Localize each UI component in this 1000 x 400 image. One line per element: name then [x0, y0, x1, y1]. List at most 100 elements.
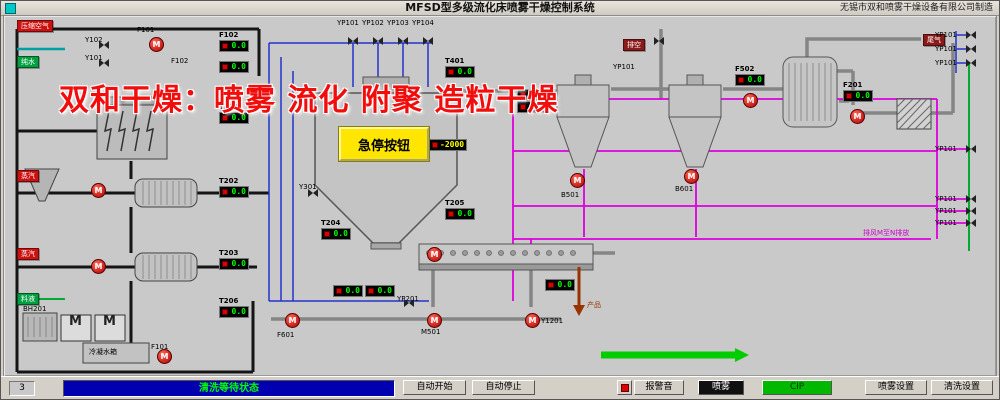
app-icon — [5, 3, 16, 14]
device-label: YP101 — [935, 195, 957, 203]
counter-display: 3 — [9, 381, 35, 396]
page-title: MFSD型多级流化床喷雾干燥控制系统 — [405, 1, 595, 14]
valve-icon[interactable] — [373, 37, 383, 45]
watermark-text: 双和干燥：喷雾 流化 附聚 造粒干燥 — [59, 83, 559, 118]
display-label: T204 — [321, 219, 341, 227]
status-led-icon — [324, 231, 330, 237]
valve-icon[interactable] — [966, 45, 976, 53]
auto-stop-button[interactable]: 自动停止 — [472, 380, 535, 395]
company-name: 无锡市双和喷雾干燥设备有限公司制造 — [839, 3, 993, 13]
valve-icon[interactable] — [348, 37, 358, 45]
emergency-stop-button[interactable]: 急停按钮 — [339, 127, 429, 161]
pump-motor-icon[interactable]: M — [743, 93, 758, 108]
stream-tag: 纯水 — [17, 56, 39, 68]
device-label: B501 — [561, 191, 580, 199]
value-display: 0.0 — [517, 101, 547, 113]
device-label: F101 — [151, 343, 169, 351]
device-label: Y1201 — [541, 317, 564, 325]
device-label: Y301 — [299, 183, 317, 191]
pump-motor-icon[interactable]: M — [427, 247, 442, 262]
alarm-icon — [620, 383, 629, 392]
valve-icon[interactable] — [654, 37, 664, 45]
cip-button[interactable]: CIP — [762, 380, 832, 395]
pump-motor-icon[interactable]: M — [285, 313, 300, 328]
device-label: F601 — [277, 331, 295, 339]
status-led-icon — [222, 43, 228, 49]
valve-icon[interactable] — [966, 207, 976, 215]
valve-icon[interactable] — [966, 219, 976, 227]
device-label: F102 — [171, 57, 189, 65]
status-led-icon — [738, 77, 744, 83]
status-led-icon — [222, 64, 228, 70]
pump-motor-icon[interactable]: M — [525, 313, 540, 328]
device-label: Y102 — [85, 36, 103, 44]
value-display: 0.0 — [333, 285, 363, 297]
display-label: T205 — [445, 199, 465, 207]
device-label: YP101 — [935, 59, 957, 67]
valve-icon[interactable] — [398, 37, 408, 45]
status-led-icon — [448, 211, 454, 217]
status-led-icon — [432, 142, 438, 148]
alarm-mute-button[interactable] — [617, 380, 632, 395]
value-display: 0.0 — [545, 279, 575, 291]
device-label: M — [103, 314, 116, 329]
valve-icon[interactable] — [423, 37, 433, 45]
display-label: F201 — [843, 81, 863, 89]
alarm-sound-button[interactable]: 报警音 — [634, 380, 684, 395]
pump-motor-icon[interactable]: M — [91, 183, 106, 198]
valve-icon[interactable] — [966, 31, 976, 39]
status-led-icon — [520, 92, 526, 98]
value-display: 0.0 — [517, 89, 547, 101]
spray-button[interactable]: 喷雾 — [698, 380, 744, 395]
pump-motor-icon[interactable]: M — [684, 169, 699, 184]
status-led-icon — [368, 288, 374, 294]
status-led-icon — [222, 261, 228, 267]
pump-motor-icon[interactable]: M — [149, 37, 164, 52]
valve-icon[interactable] — [966, 195, 976, 203]
stream-tag: 蒸汽 — [17, 248, 39, 260]
value-display: 0.0 — [365, 285, 395, 297]
pump-motor-icon[interactable]: M — [570, 173, 585, 188]
valve-icon[interactable] — [966, 145, 976, 153]
auto-start-button[interactable]: 自动开始 — [403, 380, 466, 395]
status-led-icon — [846, 93, 852, 99]
clean-settings-button[interactable]: 清洗设置 — [931, 380, 993, 395]
device-label: F101 — [137, 26, 155, 34]
stream-tag: 尾气 — [923, 34, 945, 46]
pump-motor-icon[interactable]: M — [850, 109, 865, 124]
device-label: M501 — [421, 328, 441, 336]
device-label: YP102 — [362, 19, 384, 27]
pump-motor-icon[interactable]: M — [427, 313, 442, 328]
device-label: M — [69, 314, 82, 329]
device-label: YP101 — [935, 45, 957, 53]
status-led-icon — [336, 288, 342, 294]
display-label: T201 — [219, 103, 239, 111]
stream-tag: 料液 — [17, 293, 39, 305]
valve-icon[interactable] — [99, 41, 109, 49]
display-label: T202 — [219, 177, 239, 185]
display-label: T401 — [445, 57, 465, 65]
valve-icon[interactable] — [404, 299, 414, 307]
pump-motor-icon[interactable]: M — [157, 349, 172, 364]
device-label: YP101 — [935, 207, 957, 215]
spray-settings-button[interactable]: 喷雾设置 — [865, 380, 927, 395]
device-label: YP101 — [935, 31, 957, 39]
device-label: YP103 — [387, 19, 409, 27]
valve-icon[interactable] — [308, 189, 318, 197]
valve-icon[interactable] — [99, 59, 109, 67]
valve-icon[interactable] — [966, 59, 976, 67]
device-label: BH201 — [23, 305, 47, 313]
pump-motor-icon[interactable]: M — [91, 259, 106, 274]
